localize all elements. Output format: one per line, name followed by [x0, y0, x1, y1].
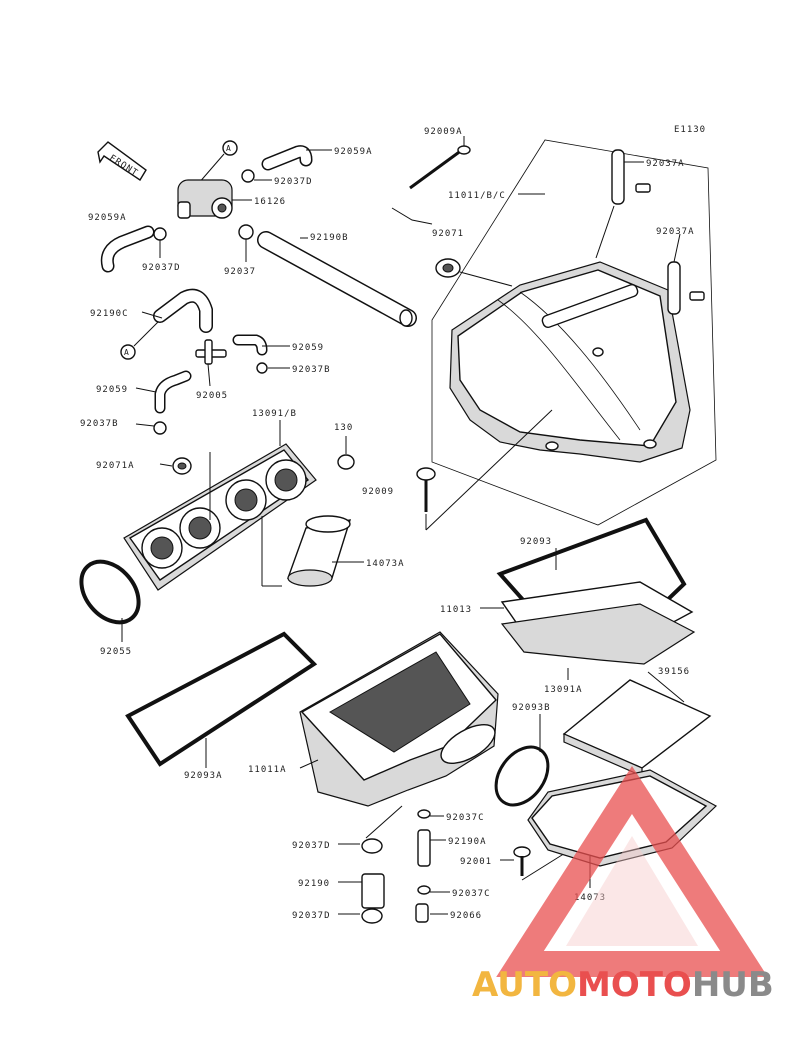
leader-92009A: [391, 207, 433, 225]
watermark-text: AUTOMOTOHUB: [472, 965, 774, 1005]
label-39156: 39156: [658, 667, 690, 677]
hose-92059A-top: [261, 145, 332, 171]
label-14073A: 14073A: [366, 559, 405, 569]
label-92037C-2: 92037C: [452, 889, 491, 899]
clamp-92037B-1: [256, 362, 290, 374]
strap-92037A-2: [667, 233, 705, 315]
label-92093B: 92093B: [512, 703, 551, 713]
label-11013: 11013: [440, 605, 472, 615]
label-92190B: 92190B: [310, 233, 349, 243]
label-92037D-3: 92037D: [292, 841, 331, 851]
grommet-92071A: [159, 457, 192, 475]
label-92037D-1: 92037D: [274, 177, 313, 187]
marker-A-top: A: [197, 140, 238, 185]
watermark-logo: [496, 765, 768, 977]
label-130: 130: [334, 423, 353, 433]
label-92071A: 92071A: [96, 461, 135, 471]
clamp-92037D-3: [338, 805, 403, 854]
label-92005: 92005: [196, 391, 228, 401]
gasket-92093A: [125, 631, 318, 768]
label-13091A: 13091A: [544, 685, 583, 695]
svg-text:A: A: [226, 144, 232, 153]
label-92001: 92001: [460, 857, 492, 867]
clamp-92037C-1: [417, 809, 444, 819]
label-11011A: 11011A: [248, 765, 287, 775]
label-92037B-2: 92037B: [80, 419, 119, 429]
clamp-92037D-1: [241, 169, 272, 183]
label-92009A: 92009A: [424, 127, 463, 137]
label-16126: 16126: [254, 197, 286, 207]
hose-92190C: [141, 288, 213, 333]
element-13091A: [500, 603, 696, 680]
bolt-92009: [416, 409, 553, 531]
label-92059-2: 92059: [96, 385, 128, 395]
seal-92093B: [494, 714, 550, 807]
plug-92066: [415, 903, 448, 923]
label-92059A-left: 92059A: [88, 213, 127, 223]
housing-lower-11011A: [299, 631, 499, 807]
hose-92059-right: [232, 334, 290, 356]
holder-plate-13091B: [123, 420, 317, 591]
label-92093: 92093: [520, 537, 552, 547]
hose-92059-left: [135, 370, 192, 414]
label-92055: 92055: [100, 647, 132, 657]
label-92037: 92037: [224, 267, 256, 277]
clamp-92037: [238, 224, 254, 262]
label-14073: 14073: [574, 893, 606, 903]
pipe-92190B: [257, 231, 417, 327]
tube-92190A: [417, 829, 446, 867]
label-92037A-1: 92037A: [646, 159, 685, 169]
valve-16126: [177, 179, 233, 219]
clamp-92037D-2: [153, 227, 167, 258]
label-92190A: 92190A: [448, 837, 487, 847]
label-92037C-1: 92037C: [446, 813, 485, 823]
label-92037B-1: 92037B: [292, 365, 331, 375]
front-arrow: FRONT: [97, 141, 147, 181]
clamp-92037C-2: [417, 885, 450, 895]
grommet-92071: [435, 258, 513, 287]
label-11011BC: 11011/B/C: [448, 191, 506, 201]
label-92190: 92190: [298, 879, 330, 889]
hose-92059A-left: [100, 225, 155, 273]
svg-text:A: A: [124, 348, 130, 357]
air-cleaner-upper-housing: [431, 139, 717, 526]
label-92059-1: 92059: [292, 343, 324, 353]
cap-130: [337, 436, 355, 470]
bolt-92009A: [409, 136, 471, 190]
tee-92005: [195, 339, 227, 387]
strap-92037A-1: [595, 149, 651, 259]
label-92066: 92066: [450, 911, 482, 921]
label-92037D-2: 92037D: [142, 263, 181, 273]
label-92071: 92071: [432, 229, 464, 239]
labels: E1130 92009A 11011/B/C 92037A 92037A 920…: [80, 125, 706, 921]
funnel-14073A: [287, 515, 364, 587]
label-92059A-top: 92059A: [334, 147, 373, 157]
label-92009: 92009: [362, 487, 394, 497]
clamp-92037D-4: [338, 908, 383, 924]
label-92037D-4: 92037D: [292, 911, 331, 921]
label-13091B: 13091/B: [252, 409, 297, 419]
label-92190C: 92190C: [90, 309, 129, 319]
label-92037A-2: 92037A: [656, 227, 695, 237]
panel-39156: [562, 671, 712, 777]
pipe-92190: [338, 873, 385, 909]
clamp-92037B-2: [135, 421, 167, 435]
ref-code: E1130: [674, 125, 706, 135]
label-92093A: 92093A: [184, 771, 223, 781]
bolt-92001: [500, 846, 571, 881]
oring-92055: [79, 559, 141, 642]
